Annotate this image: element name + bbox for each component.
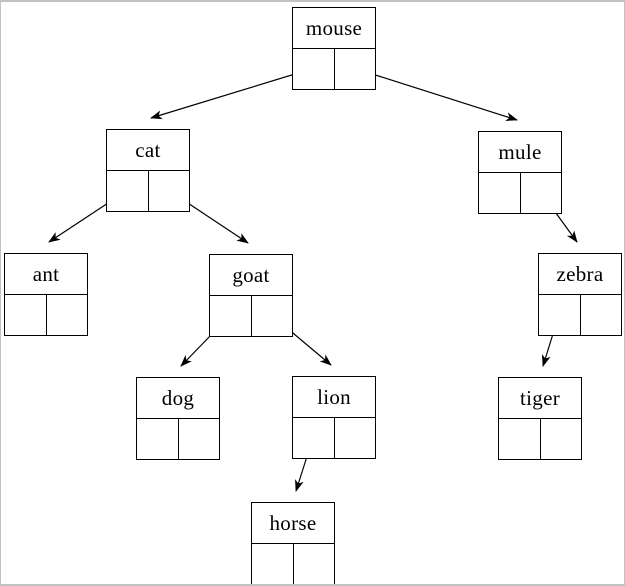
node-label-tiger: tiger [499, 378, 581, 419]
node-right-pointer-cell [541, 419, 582, 459]
tree-node-goat: goat [209, 254, 293, 337]
node-pointer-cells [252, 544, 334, 584]
tree-node-dog: dog [136, 377, 220, 460]
tree-node-ant: ant [4, 253, 88, 336]
node-right-pointer-cell [47, 295, 88, 335]
node-label-ant: ant [5, 254, 87, 295]
edge-mouse-cat [150, 67, 314, 120]
node-right-pointer-cell [149, 171, 190, 211]
node-label-horse: horse [252, 503, 334, 544]
tree-node-tiger: tiger [498, 377, 582, 460]
node-right-pointer-cell [252, 296, 293, 336]
node-label-lion: lion [293, 377, 375, 418]
tree-node-zebra: zebra [538, 253, 622, 336]
node-pointer-cells [293, 49, 375, 89]
node-pointer-cells [137, 419, 219, 459]
node-right-pointer-cell [335, 49, 376, 89]
node-label-zebra: zebra [539, 254, 621, 295]
node-label-mouse: mouse [293, 8, 375, 49]
tree-node-mule: mule [478, 131, 562, 214]
node-left-pointer-cell [293, 49, 335, 89]
node-right-pointer-cell [521, 173, 562, 213]
node-left-pointer-cell [137, 419, 179, 459]
node-right-pointer-cell [335, 418, 376, 458]
node-left-pointer-cell [5, 295, 47, 335]
node-left-pointer-cell [293, 418, 335, 458]
node-left-pointer-cell [499, 419, 541, 459]
node-pointer-cells [539, 295, 621, 335]
node-pointer-cells [479, 173, 561, 213]
node-right-pointer-cell [294, 544, 335, 584]
node-label-dog: dog [137, 378, 219, 419]
node-pointer-cells [210, 296, 292, 336]
node-left-pointer-cell [252, 544, 294, 584]
node-left-pointer-cell [539, 295, 581, 335]
tree-node-lion: lion [292, 376, 376, 459]
node-pointer-cells [499, 419, 581, 459]
node-pointer-cells [293, 418, 375, 458]
node-right-pointer-cell [581, 295, 622, 335]
node-left-pointer-cell [107, 171, 149, 211]
tree-node-cat: cat [106, 129, 190, 212]
node-label-goat: goat [210, 255, 292, 296]
node-left-pointer-cell [479, 173, 521, 213]
node-pointer-cells [5, 295, 87, 335]
tree-node-mouse: mouse [292, 7, 376, 90]
tree-node-horse: horse [251, 502, 335, 584]
node-left-pointer-cell [210, 296, 252, 336]
node-right-pointer-cell [179, 419, 220, 459]
node-pointer-cells [107, 171, 189, 211]
node-label-cat: cat [107, 130, 189, 171]
edge-mouse-mule [354, 67, 518, 121]
node-label-mule: mule [479, 132, 561, 173]
